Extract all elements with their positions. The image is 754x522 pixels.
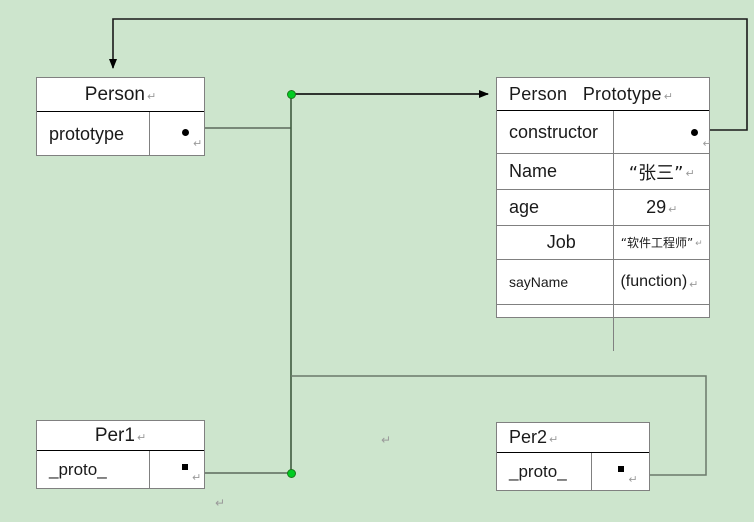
cell-name-value: “张三” ↵ [614, 154, 709, 189]
connector-dot-person-prototype[interactable] [182, 129, 189, 136]
row-name[interactable]: Name “张三” ↵ [497, 154, 709, 190]
cell-per1-proto-value: ↵ [150, 451, 204, 489]
box-person-prototype-header: Person Prototype ↵ [497, 78, 709, 111]
row-constructor[interactable]: constructor ↵ [497, 111, 712, 154]
cell-constructor-label: constructor [497, 111, 615, 153]
cell-per1-proto-label: _proto_ [37, 451, 150, 489]
label-name: Name [509, 161, 558, 181]
connector-dot-constructor[interactable] [691, 129, 699, 136]
box-person-prototype-title: Person Prototype [509, 83, 662, 104]
pilcrow-icon-mid-canvas: ↵ [381, 433, 392, 447]
pilcrow-icon: ↵ [685, 167, 695, 180]
cell-age-value: 29 ↵ [614, 190, 709, 225]
pilcrow-icon: ↵ [702, 137, 712, 150]
box-person[interactable]: Person ↵ prototype ↵ [36, 77, 205, 156]
cell-per2-proto-label: _proto_ [497, 453, 593, 491]
value-name: “张三” [628, 162, 684, 184]
cell-job-value: “软件工程师” ↵ [614, 226, 709, 259]
pilcrow-icon: ↵ [136, 431, 147, 444]
label-sayname: sayName [509, 274, 569, 290]
pilcrow-icon: ↵ [663, 89, 673, 103]
value-age: 29 [646, 197, 667, 217]
cell-constructor-value: ↵ [614, 111, 712, 153]
row-person-prototype[interactable]: prototype ↵ [37, 112, 204, 156]
pilcrow-icon: ↵ [192, 471, 202, 484]
box-person-prototype[interactable]: Person Prototype ↵ constructor ↵ Name “张… [496, 77, 712, 351]
label-per1-proto: _proto_ [49, 460, 107, 479]
label-age: age [509, 197, 540, 217]
junction-dot-top [287, 90, 296, 99]
cell-job-label: Job [497, 226, 615, 259]
box-per1[interactable]: Per1 ↵ _proto_ ↵ [36, 420, 205, 489]
pilcrow-icon: ↵ [628, 473, 638, 486]
pilcrow-icon: ↵ [193, 137, 203, 150]
row-job[interactable]: Job “软件工程师” ↵ [497, 226, 709, 260]
cell-person-prototype-label: prototype [37, 112, 150, 156]
value-job: “软件工程师” [620, 236, 694, 250]
row-age[interactable]: age 29 ↵ [497, 190, 709, 226]
cell-person-prototype-value: ↵ [150, 112, 204, 156]
box-per2-title: Per2 [509, 427, 548, 447]
box-per1-header: Per1 ↵ [37, 421, 204, 451]
row-per2-proto[interactable]: _proto_ ↵ [497, 453, 649, 491]
connector-dot-per1-proto[interactable] [182, 464, 188, 470]
pilcrow-icon-bottom-left: ↵ [215, 496, 226, 510]
cell-empty-value [614, 305, 709, 351]
cell-empty-label [497, 305, 615, 351]
junction-dot-bottom [287, 469, 296, 478]
row-sayname[interactable]: sayName (function) ↵ [497, 260, 709, 305]
box-per2-header: Per2 ↵ [497, 423, 649, 453]
row-empty [497, 305, 709, 351]
label-constructor: constructor [509, 121, 599, 142]
pilcrow-icon: ↵ [689, 277, 699, 291]
box-person-title: Person [84, 83, 145, 105]
pilcrow-icon: ↵ [695, 239, 703, 249]
box-per1-title: Per1 [94, 424, 135, 446]
label-job: Job [546, 232, 576, 252]
label-prototype: prototype [49, 123, 125, 144]
row-per1-proto[interactable]: _proto_ ↵ [37, 451, 204, 489]
label-per2-proto: _proto_ [509, 462, 567, 481]
cell-per2-proto-value: ↵ [592, 453, 649, 491]
cell-name-label: Name [497, 154, 615, 189]
box-per2[interactable]: Per2 ↵ _proto_ ↵ [496, 422, 650, 491]
pilcrow-icon: ↵ [146, 90, 157, 103]
pilcrow-icon: ↵ [668, 203, 678, 216]
cell-sayname-value: (function) ↵ [614, 260, 709, 304]
value-sayname: (function) [620, 273, 688, 290]
cell-sayname-label: sayName [497, 260, 615, 304]
cell-age-label: age [497, 190, 615, 225]
connector-dot-per2-proto[interactable] [618, 466, 625, 472]
pilcrow-icon: ↵ [549, 433, 559, 446]
box-person-header: Person ↵ [37, 78, 204, 112]
